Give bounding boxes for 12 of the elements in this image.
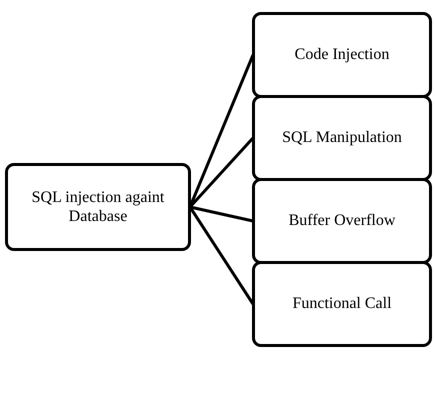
process-box: [252, 95, 432, 181]
box-label: Buffer Overflow: [288, 211, 396, 231]
box-label: Functional Call: [292, 294, 392, 314]
connector-line: [188, 206, 254, 305]
process-box: [252, 178, 432, 264]
process-box: [5, 163, 191, 251]
box-label: SQL Manipulation: [282, 128, 402, 148]
connector-line: [190, 206, 254, 222]
box-label: SQL injection againt Database: [30, 188, 166, 226]
process-box: [252, 261, 432, 347]
process-box: [252, 12, 432, 98]
box-label: Code Injection: [294, 45, 390, 65]
